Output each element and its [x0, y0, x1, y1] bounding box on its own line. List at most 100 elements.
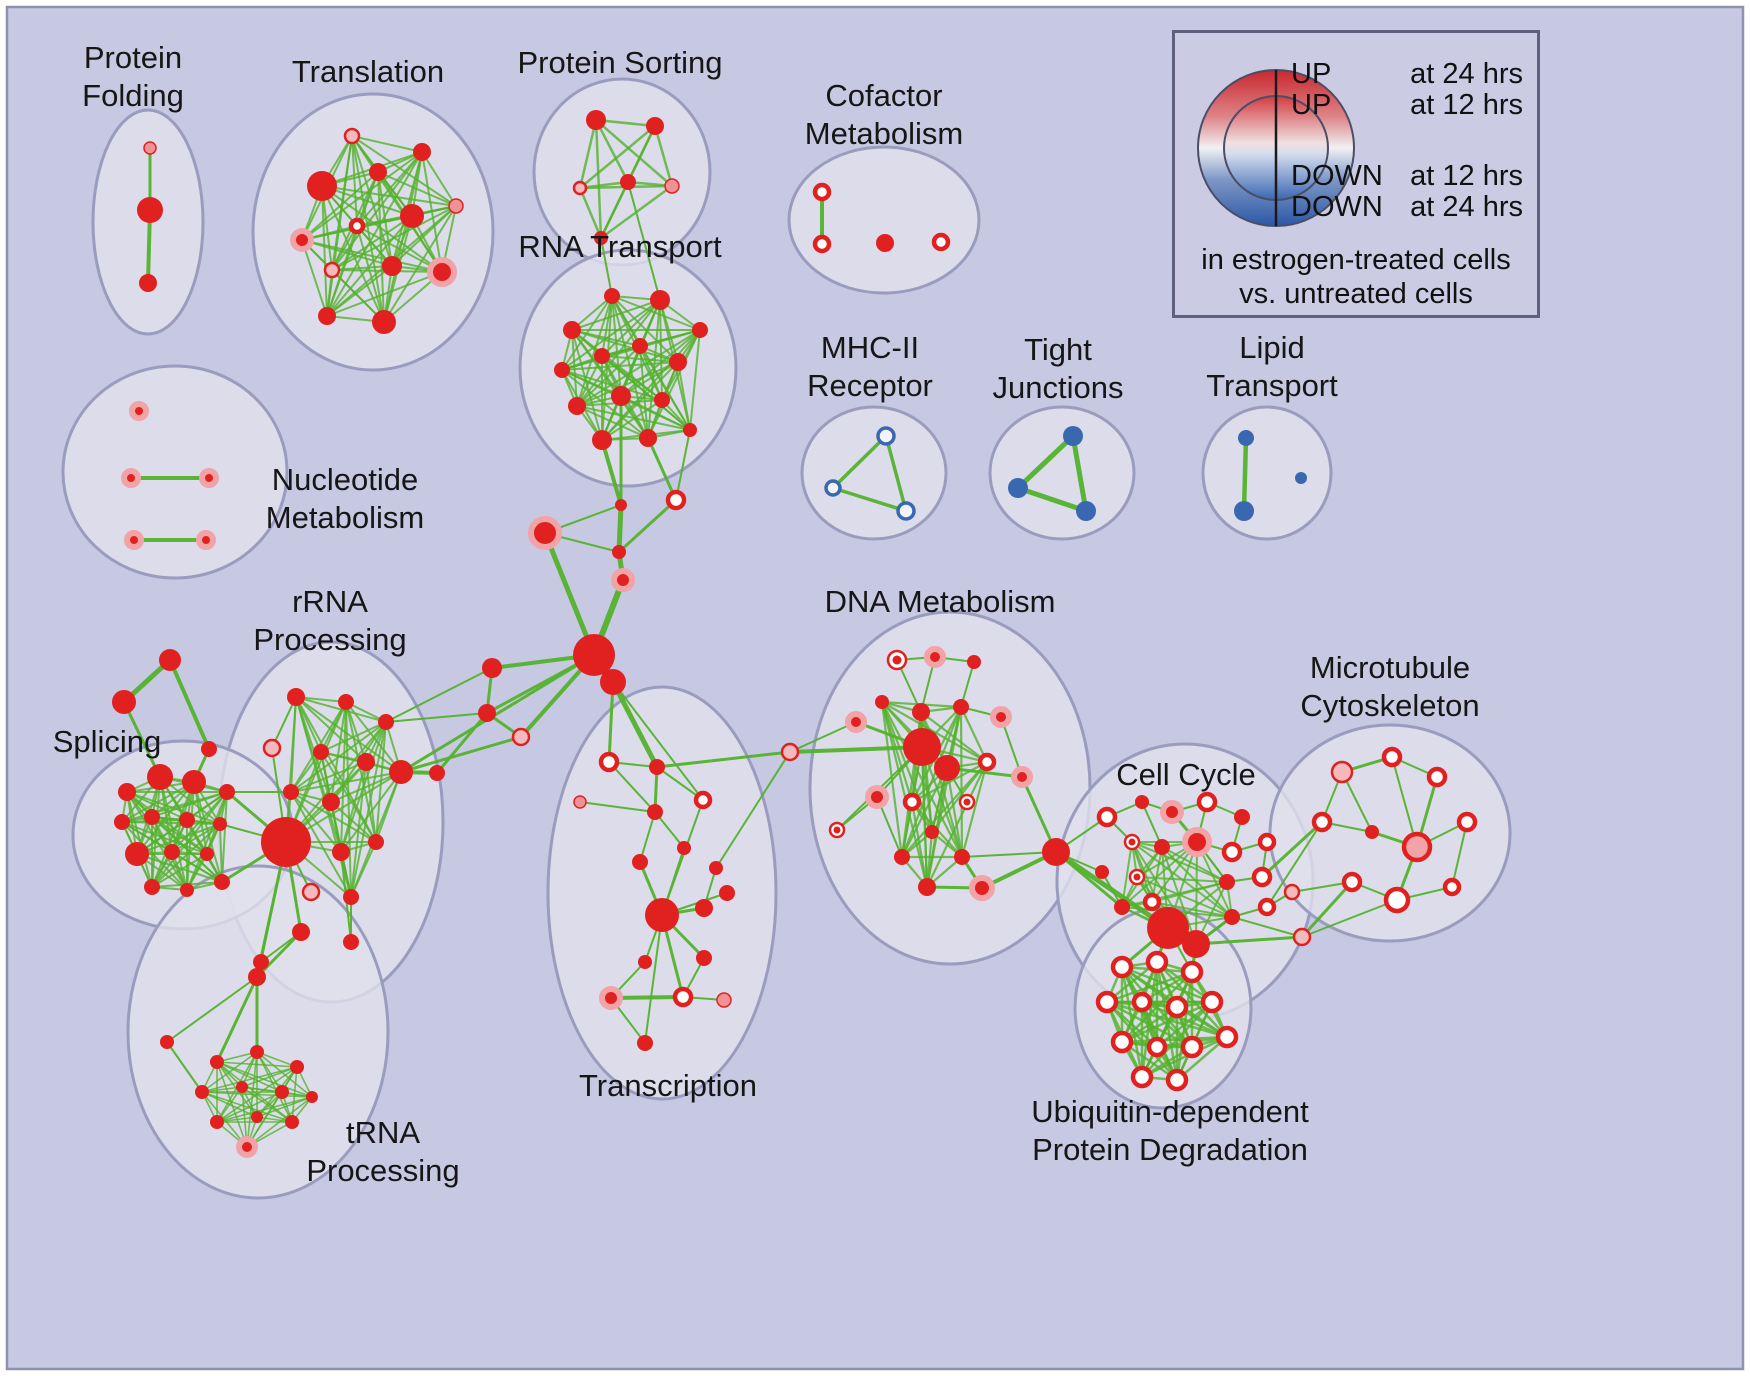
node-ch3 [612, 545, 626, 559]
edge-tn5-tn11 [201, 1091, 293, 1123]
edge-g0-g2 [168, 658, 211, 751]
edge-t3-t7 [421, 151, 457, 207]
node-sp5 [144, 809, 160, 825]
edge-rr5-rr7 [290, 761, 367, 793]
edge-rt5-rt8 [576, 355, 603, 407]
edge-sp7-sp9 [171, 823, 221, 853]
edge-t4-t11 [301, 239, 328, 317]
cluster-label-translation: Translation [292, 54, 444, 89]
edge-dm18-ccL [961, 851, 1057, 858]
node-sp0 [118, 783, 136, 801]
node-sp13 [214, 874, 230, 890]
edge-tj0-tj2 [1070, 433, 1089, 514]
edge-cl0-rr2 [385, 667, 493, 723]
edge-sp9-sp13 [171, 851, 223, 883]
cluster-label-microtubule-cytoskeleton: Microtubule [1310, 650, 1470, 685]
node-cc5-core [1128, 838, 1136, 846]
node-rt8 [568, 397, 586, 415]
edge-ch1-ch3 [616, 502, 624, 555]
edge-rr7-rr13 [290, 791, 352, 898]
edge-t10-t11 [326, 271, 443, 317]
edge-mh1-mh2 [831, 486, 908, 513]
node-t6 [400, 204, 424, 228]
node-g0 [159, 649, 181, 671]
node-pf2 [139, 274, 157, 292]
edge-dm13-dm17 [900, 800, 914, 859]
node-ub0 [1110, 955, 1134, 979]
edge-sp4-sp12 [121, 821, 188, 891]
cluster-ellipse-cofactor-metabolism [787, 145, 981, 295]
node-ub5 [1165, 995, 1189, 1019]
node-rt6 [632, 338, 648, 354]
node-rr12 [301, 882, 321, 902]
node-rr2 [378, 714, 394, 730]
edge-mh0-mh1 [831, 434, 888, 490]
edge-ub6-ub7 [1120, 1000, 1214, 1044]
legend-up24-time: at 24 hrs [1410, 58, 1523, 90]
node-tn11 [285, 1115, 299, 1129]
node-mc3 [1311, 811, 1333, 833]
node-tn9 [210, 1115, 224, 1129]
edge-rt3-rt11 [601, 329, 701, 441]
node-cc7 [1182, 827, 1212, 857]
cluster-label-protein-folding: Folding [82, 78, 184, 113]
edge-dm15-dm19 [925, 830, 934, 889]
node-rt5 [594, 348, 610, 364]
node-rt1 [604, 288, 620, 304]
node-tx14 [672, 986, 694, 1008]
cluster-ellipse-lipid-transport [1201, 405, 1333, 541]
edge-cc1-cc6 [1141, 801, 1163, 848]
edge-cc6-cc15 [1151, 846, 1163, 903]
node-mc9 [1442, 877, 1462, 897]
node-lt2 [1295, 472, 1307, 484]
edge-t0-t3 [351, 135, 423, 153]
node-t8 [323, 261, 341, 279]
edge-rt6-rt12 [639, 345, 649, 439]
node-mh2 [896, 501, 916, 521]
node-tx3 [647, 804, 663, 820]
edge-rr2-rr11 [375, 721, 387, 843]
node-tx13 [599, 986, 623, 1010]
node-dm1 [924, 646, 946, 668]
edge-ub3-ub10 [1105, 1000, 1229, 1039]
node-mc5 [1401, 831, 1433, 863]
node-tn12 [236, 1136, 258, 1158]
edge-rt2-rt5 [601, 299, 661, 357]
node-cl1 [478, 704, 496, 722]
node-ub11 [1130, 1065, 1154, 1089]
node-rt2 [650, 290, 670, 310]
node-ps3 [620, 174, 636, 190]
node-ub10 [1215, 1025, 1239, 1049]
edge-cchub2-mcL [1194, 935, 1304, 946]
node-cc9 [1257, 832, 1277, 852]
node-cc18 [1283, 883, 1301, 901]
node-ch1 [615, 499, 627, 511]
edge-rt6-rt13 [639, 345, 691, 431]
node-rt7 [669, 353, 687, 371]
node-dm13 [902, 792, 922, 812]
node-tn8 [306, 1091, 318, 1103]
node-dm11 [1011, 766, 1033, 788]
node-mc0 [1330, 760, 1354, 784]
edge-sp1-sp11 [151, 776, 161, 888]
node-dm4 [875, 695, 889, 709]
edge-cc16-mcL [1231, 916, 1303, 938]
node-dm7 [990, 706, 1012, 728]
node-rr15 [343, 934, 359, 950]
legend-up12-label: UP [1291, 89, 1332, 121]
cluster-label-protein-folding: Protein [84, 40, 182, 75]
node-ch2 [528, 516, 562, 550]
edge-tn3-tn5 [201, 1051, 258, 1093]
node-rt10 [654, 392, 670, 408]
node-tj1 [1008, 478, 1028, 498]
edge-rr11-rr13 [350, 841, 377, 898]
node-cc1 [1135, 795, 1149, 809]
node-sp2 [182, 770, 206, 794]
edge-t8-t12 [331, 269, 385, 323]
edge-t2-t9 [377, 171, 393, 267]
node-dm17 [894, 849, 910, 865]
edge-rt8-rt12 [576, 405, 649, 439]
node-tn3 [250, 1045, 264, 1059]
node-sp7 [213, 817, 227, 831]
node-cm0 [812, 182, 832, 202]
